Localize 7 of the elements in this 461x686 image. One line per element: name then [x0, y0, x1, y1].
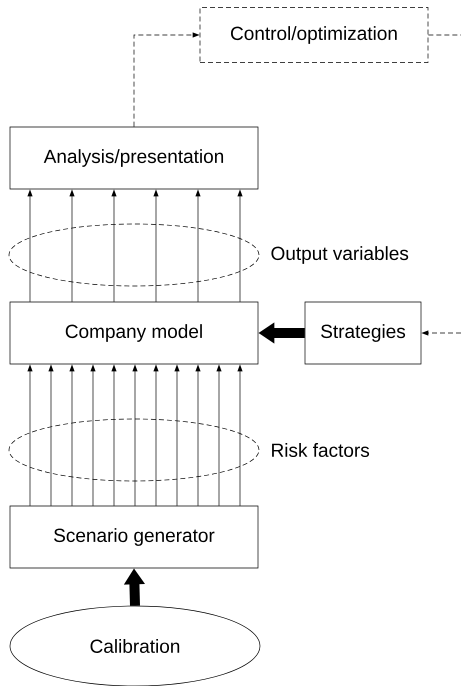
process-box: Strategies [304, 302, 422, 364]
process-box: Analysis/presentation [10, 126, 258, 190]
ellipse-label: Output variables [271, 246, 408, 264]
process-box: Company model [10, 302, 258, 364]
process-box: Control/optimization [200, 7, 428, 63]
process-box: Scenario generator [10, 506, 258, 568]
ellipse-label: Risk factors [272, 443, 370, 457]
